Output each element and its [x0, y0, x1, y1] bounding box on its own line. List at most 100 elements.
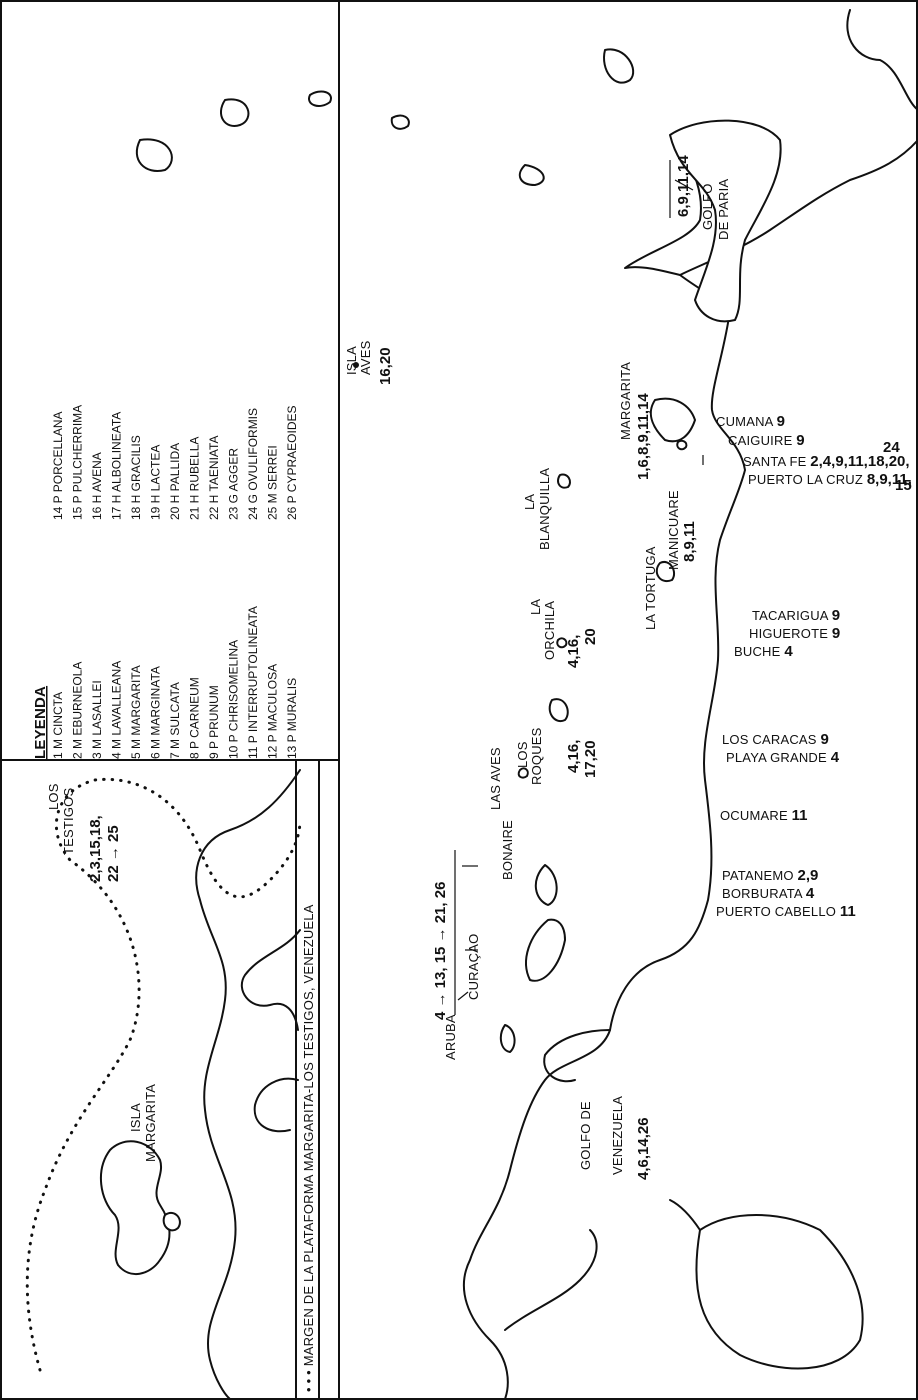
curacao-island	[525, 918, 566, 982]
legend-item: 8 P CARNEUM	[188, 677, 202, 759]
label-la-orchila-2: ORCHILA	[542, 601, 557, 660]
la-tortuga-island	[655, 560, 676, 583]
legend-item: 1 M CINCTA	[51, 692, 65, 759]
coast-locality-nums: 4	[806, 885, 815, 902]
coast-locality-name: BUCHE	[734, 644, 784, 659]
trinidad-island	[669, 119, 782, 323]
puerto-la-cruz-cont-nums: 15	[895, 477, 912, 494]
coast-locality-label: CUMANA 9	[716, 413, 785, 430]
legend-item: 26 P CYPRAEOIDES	[285, 406, 299, 521]
coast-locality-name: TACARIGUA	[752, 608, 832, 623]
coast-locality-name: SANTA FE	[743, 454, 810, 469]
legend-item: 17 H ALBOLINEATA	[110, 412, 124, 520]
paraguana-peninsula	[543, 1029, 611, 1083]
label-margarita-nums: 1,6,8,9,11,14	[635, 393, 652, 480]
legend-inset-border	[0, 759, 320, 1400]
inset-testigos-label-2: TESTIGOS	[61, 788, 76, 855]
coast-locality-label: PATANEMO 2,9	[722, 867, 818, 884]
coche-island	[676, 439, 688, 451]
los-roques-islands	[548, 698, 569, 723]
isla-aves-dot	[353, 362, 359, 368]
coast-locality-nums: 11	[792, 807, 808, 824]
legend: LEYENDA 1 M CINCTA 2 M EBURNEOLA 3 M LASAL…	[32, 405, 299, 759]
legend-item: 12 P MACULOSA	[266, 664, 280, 759]
legend-title: LEYENDA	[32, 686, 49, 759]
label-isla-aves-nums: 16,20	[377, 347, 394, 385]
label-isla-aves-2: AVES	[358, 340, 373, 375]
label-abc-nums: 4 → 13, 15 → 21, 26	[432, 882, 449, 1020]
legend-item: 14 P PORCELLANA	[51, 412, 65, 521]
la-orchila-island	[556, 637, 568, 649]
label-golfo-paria-nums: 6,9,11,14	[675, 155, 692, 217]
margarita-island	[649, 397, 696, 443]
main-map: GOLFO DE PARIA 6,9,11,14 ISLA AVES 16,20…	[135, 9, 918, 1400]
coast-locality-name: BORBURATA	[722, 886, 806, 901]
inset-testigos-nums-1: 2,3,15,18,	[87, 815, 104, 882]
coast-locality-label: PUERTO LA CRUZ 8,9,11,	[748, 471, 912, 488]
legend-item: 3 M LASALLEI	[90, 680, 104, 759]
small-island-4	[135, 138, 173, 172]
paria-pointer	[674, 179, 694, 191]
coast-locality-label: BORBURATA 4	[722, 885, 815, 902]
las-aves-islands	[517, 767, 529, 779]
label-isla-aves-1: ISLA	[344, 346, 359, 375]
label-las-aves: LAS AVES	[488, 747, 503, 810]
inset-isla-label-1: ISLA	[128, 1103, 143, 1132]
label-golfo-venezuela-nums: 4,6,14,26	[635, 1117, 652, 1180]
legend-item: 19 H LACTEA	[149, 445, 163, 520]
aruba-island	[499, 1024, 516, 1053]
coast-locality-name: HIGUEROTE	[749, 626, 832, 641]
legend-item: 9 P PRUNUM	[207, 685, 221, 759]
legend-item: 18 H GRACILIS	[129, 435, 143, 520]
coast-locality-label: PLAYA GRANDE 4	[726, 749, 840, 766]
label-curacao: CURAÇAO	[466, 934, 481, 1000]
label-aruba: ARUBA	[443, 1014, 458, 1060]
coast-locality-nums: 9	[777, 413, 785, 430]
coast-locality-nums: 4	[784, 643, 793, 660]
label-la-orchila-nums-2: 20	[582, 628, 599, 645]
shelf-margin-dotted-line	[25, 777, 302, 1372]
coast-locality-label: LOS CARACAS 9	[722, 731, 829, 748]
label-golfo-venezuela-2: VENEZUELA	[610, 1096, 625, 1175]
label-manicuare-nums: 8,9,11	[681, 521, 698, 562]
coast-locality-nums: 9	[832, 625, 840, 642]
legend-item: 6 M MARGINATA	[149, 666, 163, 759]
coast-locality-name: PUERTO LA CRUZ	[748, 472, 867, 487]
label-los-roques-nums-2: 17,20	[582, 740, 599, 778]
legend-item: 20 H PALLIDA	[168, 443, 182, 520]
label-blanquilla-1: LA	[522, 494, 537, 510]
inset-island-small	[162, 1211, 181, 1232]
inset-mainland-coast	[195, 769, 301, 1400]
legend-item: 15 P PULCHERRIMA	[71, 405, 85, 520]
legend-item: 23 G AGGER	[227, 448, 241, 520]
coast-locality-name: PATANEMO	[722, 868, 797, 883]
coast-locality-label: OCUMARE 11	[720, 807, 808, 824]
bonaire-island	[534, 864, 558, 906]
label-la-tortuga: LA TORTUGA	[643, 546, 658, 630]
coast-locality-label: CAIGUIRE 9	[728, 432, 805, 449]
grenada-island	[518, 164, 545, 186]
label-blanquilla-2: BLANQUILLA	[537, 468, 552, 550]
legend-item: 25 M SERREI	[266, 445, 280, 520]
label-golfo-paria-2: DE PARIA	[716, 179, 731, 240]
legend-item: 22 H TAENIATA	[207, 436, 221, 520]
label-bonaire: BONAIRE	[500, 820, 515, 880]
maracaibo-channel	[669, 1199, 701, 1231]
lake-maracaibo	[695, 1214, 864, 1370]
coast-locality-name: OCUMARE	[720, 808, 792, 823]
inset-map: ISLA MARGARITA LOS TESTIGOS 2,3,15,18, 2…	[25, 769, 316, 1400]
coast-locality-label: BUCHE 4	[734, 643, 793, 660]
label-la-orchila-nums-1: 4,16,	[565, 635, 582, 668]
legend-item: 2 M EBURNEOLA	[71, 662, 85, 759]
label-los-roques-2: ROQUES	[529, 727, 544, 785]
coast-locality-name: CUMANA	[716, 414, 777, 429]
inset-peninsula	[240, 929, 301, 1031]
label-golfo-paria-1: GOLFO	[700, 183, 715, 230]
small-island-3	[220, 98, 250, 127]
inset-testigos-nums-2: 22 → 25	[105, 825, 122, 882]
label-margarita: MARGARITA	[618, 362, 633, 440]
coast-locality-nums: 9	[821, 731, 829, 748]
